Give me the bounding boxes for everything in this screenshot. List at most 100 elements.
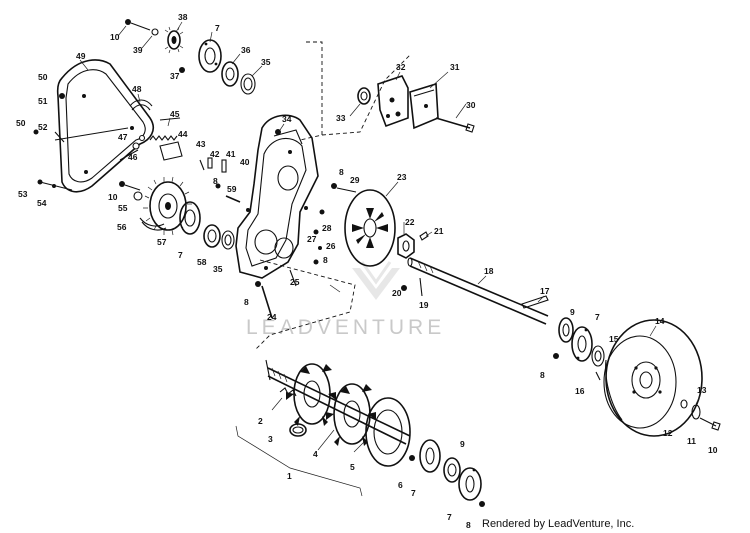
label-8-bottom[interactable]: 8	[244, 297, 249, 307]
label-5[interactable]: 5	[350, 462, 355, 472]
pin-43-42-41[interactable]	[199, 157, 227, 173]
cover-bolt-52[interactable]	[54, 127, 129, 143]
bolt-8-24[interactable]	[255, 281, 273, 319]
label-7-lower[interactable]: 7	[411, 488, 416, 498]
nut-8-lower[interactable]	[479, 501, 485, 507]
label-24[interactable]: 24	[267, 312, 277, 322]
label-20[interactable]: 20	[392, 288, 402, 298]
label-47[interactable]: 47	[118, 132, 128, 142]
bolt-30[interactable]	[435, 117, 475, 133]
bearing-9-lower[interactable]	[443, 457, 461, 483]
label-44[interactable]: 44	[178, 129, 188, 139]
bracket-32[interactable]	[377, 75, 409, 128]
bolt-10-left[interactable]	[119, 181, 141, 191]
label-35-left[interactable]: 35	[213, 264, 223, 274]
label-7-top[interactable]: 7	[215, 23, 220, 33]
label-7-left[interactable]: 7	[178, 250, 183, 260]
label-17[interactable]: 17	[540, 286, 550, 296]
chaincase-housing[interactable]	[235, 114, 319, 279]
seal-35-left[interactable]	[221, 230, 235, 250]
tensioner-block-40[interactable]	[159, 141, 183, 161]
label-39[interactable]: 39	[133, 45, 143, 55]
label-31[interactable]: 31	[450, 62, 460, 72]
washer-55[interactable]	[133, 191, 143, 201]
spring-2[interactable]	[279, 387, 297, 397]
label-28[interactable]: 28	[322, 223, 332, 233]
brake-disc-23[interactable]	[344, 189, 396, 267]
bearing-flange-7-top[interactable]	[198, 39, 222, 73]
label-59[interactable]: 59	[227, 184, 237, 194]
label-18[interactable]: 18	[484, 266, 494, 276]
label-33[interactable]: 33	[336, 113, 346, 123]
bearing-flange-7-lower[interactable]	[419, 439, 441, 473]
label-58[interactable]: 58	[197, 257, 207, 267]
bearing-flange-7-right[interactable]	[571, 326, 593, 362]
washer-39[interactable]	[151, 28, 159, 36]
label-55[interactable]: 55	[118, 203, 128, 213]
label-27[interactable]: 27	[307, 234, 317, 244]
tensioner-shoe-48[interactable]	[129, 99, 153, 111]
washer-12-13[interactable]	[680, 399, 701, 420]
bolt-53-54[interactable]	[37, 179, 73, 191]
bolt-16[interactable]	[595, 371, 601, 381]
driven-pulley-14[interactable]	[603, 319, 703, 437]
label-34[interactable]: 34	[282, 114, 292, 124]
label-51[interactable]: 51	[38, 96, 48, 106]
label-14[interactable]: 14	[655, 316, 665, 326]
label-3[interactable]: 3	[268, 434, 273, 444]
label-29[interactable]: 29	[350, 175, 360, 185]
label-49[interactable]: 49	[76, 51, 86, 61]
washer-46[interactable]	[132, 142, 140, 150]
label-57[interactable]: 57	[157, 237, 167, 247]
label-40[interactable]: 40	[240, 157, 250, 167]
label-35-top[interactable]: 35	[261, 57, 271, 67]
label-9-lower[interactable]: 9	[460, 439, 465, 449]
label-7-right[interactable]: 7	[595, 312, 600, 322]
bolt-25[interactable]	[289, 269, 297, 287]
label-38[interactable]: 38	[178, 12, 188, 22]
label-22[interactable]: 22	[405, 217, 415, 227]
label-25[interactable]: 25	[290, 277, 300, 287]
seal-15[interactable]	[591, 345, 605, 367]
label-9-right[interactable]: 9	[570, 307, 575, 317]
drive-axle-assembly[interactable]	[265, 359, 411, 445]
tensioner-spring-44[interactable]	[149, 135, 178, 141]
nut-37[interactable]	[179, 67, 185, 73]
fasteners-28-27-26[interactable]	[313, 209, 325, 265]
label-54[interactable]: 54	[37, 198, 47, 208]
cover-fastener-50[interactable]	[33, 93, 66, 135]
label-37[interactable]: 37	[170, 71, 180, 81]
nut-8-right[interactable]	[553, 353, 559, 359]
label-8-29[interactable]: 8	[339, 167, 344, 177]
label-32[interactable]: 32	[396, 62, 406, 72]
bearing-36[interactable]	[221, 61, 239, 87]
key-21[interactable]	[419, 231, 429, 241]
nut-34[interactable]	[275, 129, 281, 135]
bolt-8-59[interactable]	[215, 183, 241, 203]
label-56[interactable]: 56	[117, 222, 127, 232]
label-7-lower2[interactable]: 7	[447, 512, 452, 522]
label-19[interactable]: 19	[419, 300, 429, 310]
label-48[interactable]: 48	[132, 84, 142, 94]
label-10-top[interactable]: 10	[110, 32, 120, 42]
label-53[interactable]: 53	[18, 189, 28, 199]
label-42[interactable]: 42	[210, 149, 220, 159]
label-30[interactable]: 30	[466, 100, 476, 110]
nut-6[interactable]	[409, 455, 415, 461]
label-12[interactable]: 12	[663, 428, 673, 438]
label-8-left[interactable]: 8	[213, 176, 218, 186]
label-21[interactable]: 21	[434, 226, 444, 236]
label-52[interactable]: 52	[38, 122, 48, 132]
bearing-flange-7-left[interactable]	[179, 201, 201, 235]
label-43[interactable]: 43	[196, 139, 206, 149]
label-8-right[interactable]: 8	[540, 370, 545, 380]
key-17[interactable]	[521, 295, 549, 309]
bushing-33[interactable]	[357, 87, 371, 105]
label-23[interactable]: 23	[397, 172, 407, 182]
clip-3[interactable]	[289, 423, 307, 437]
drive-sprocket-left[interactable]	[286, 363, 336, 426]
label-4[interactable]: 4	[313, 449, 318, 459]
shoe-56[interactable]	[139, 217, 167, 231]
sprocket-38[interactable]	[164, 26, 184, 54]
drive-wheel-5[interactable]	[365, 397, 411, 467]
